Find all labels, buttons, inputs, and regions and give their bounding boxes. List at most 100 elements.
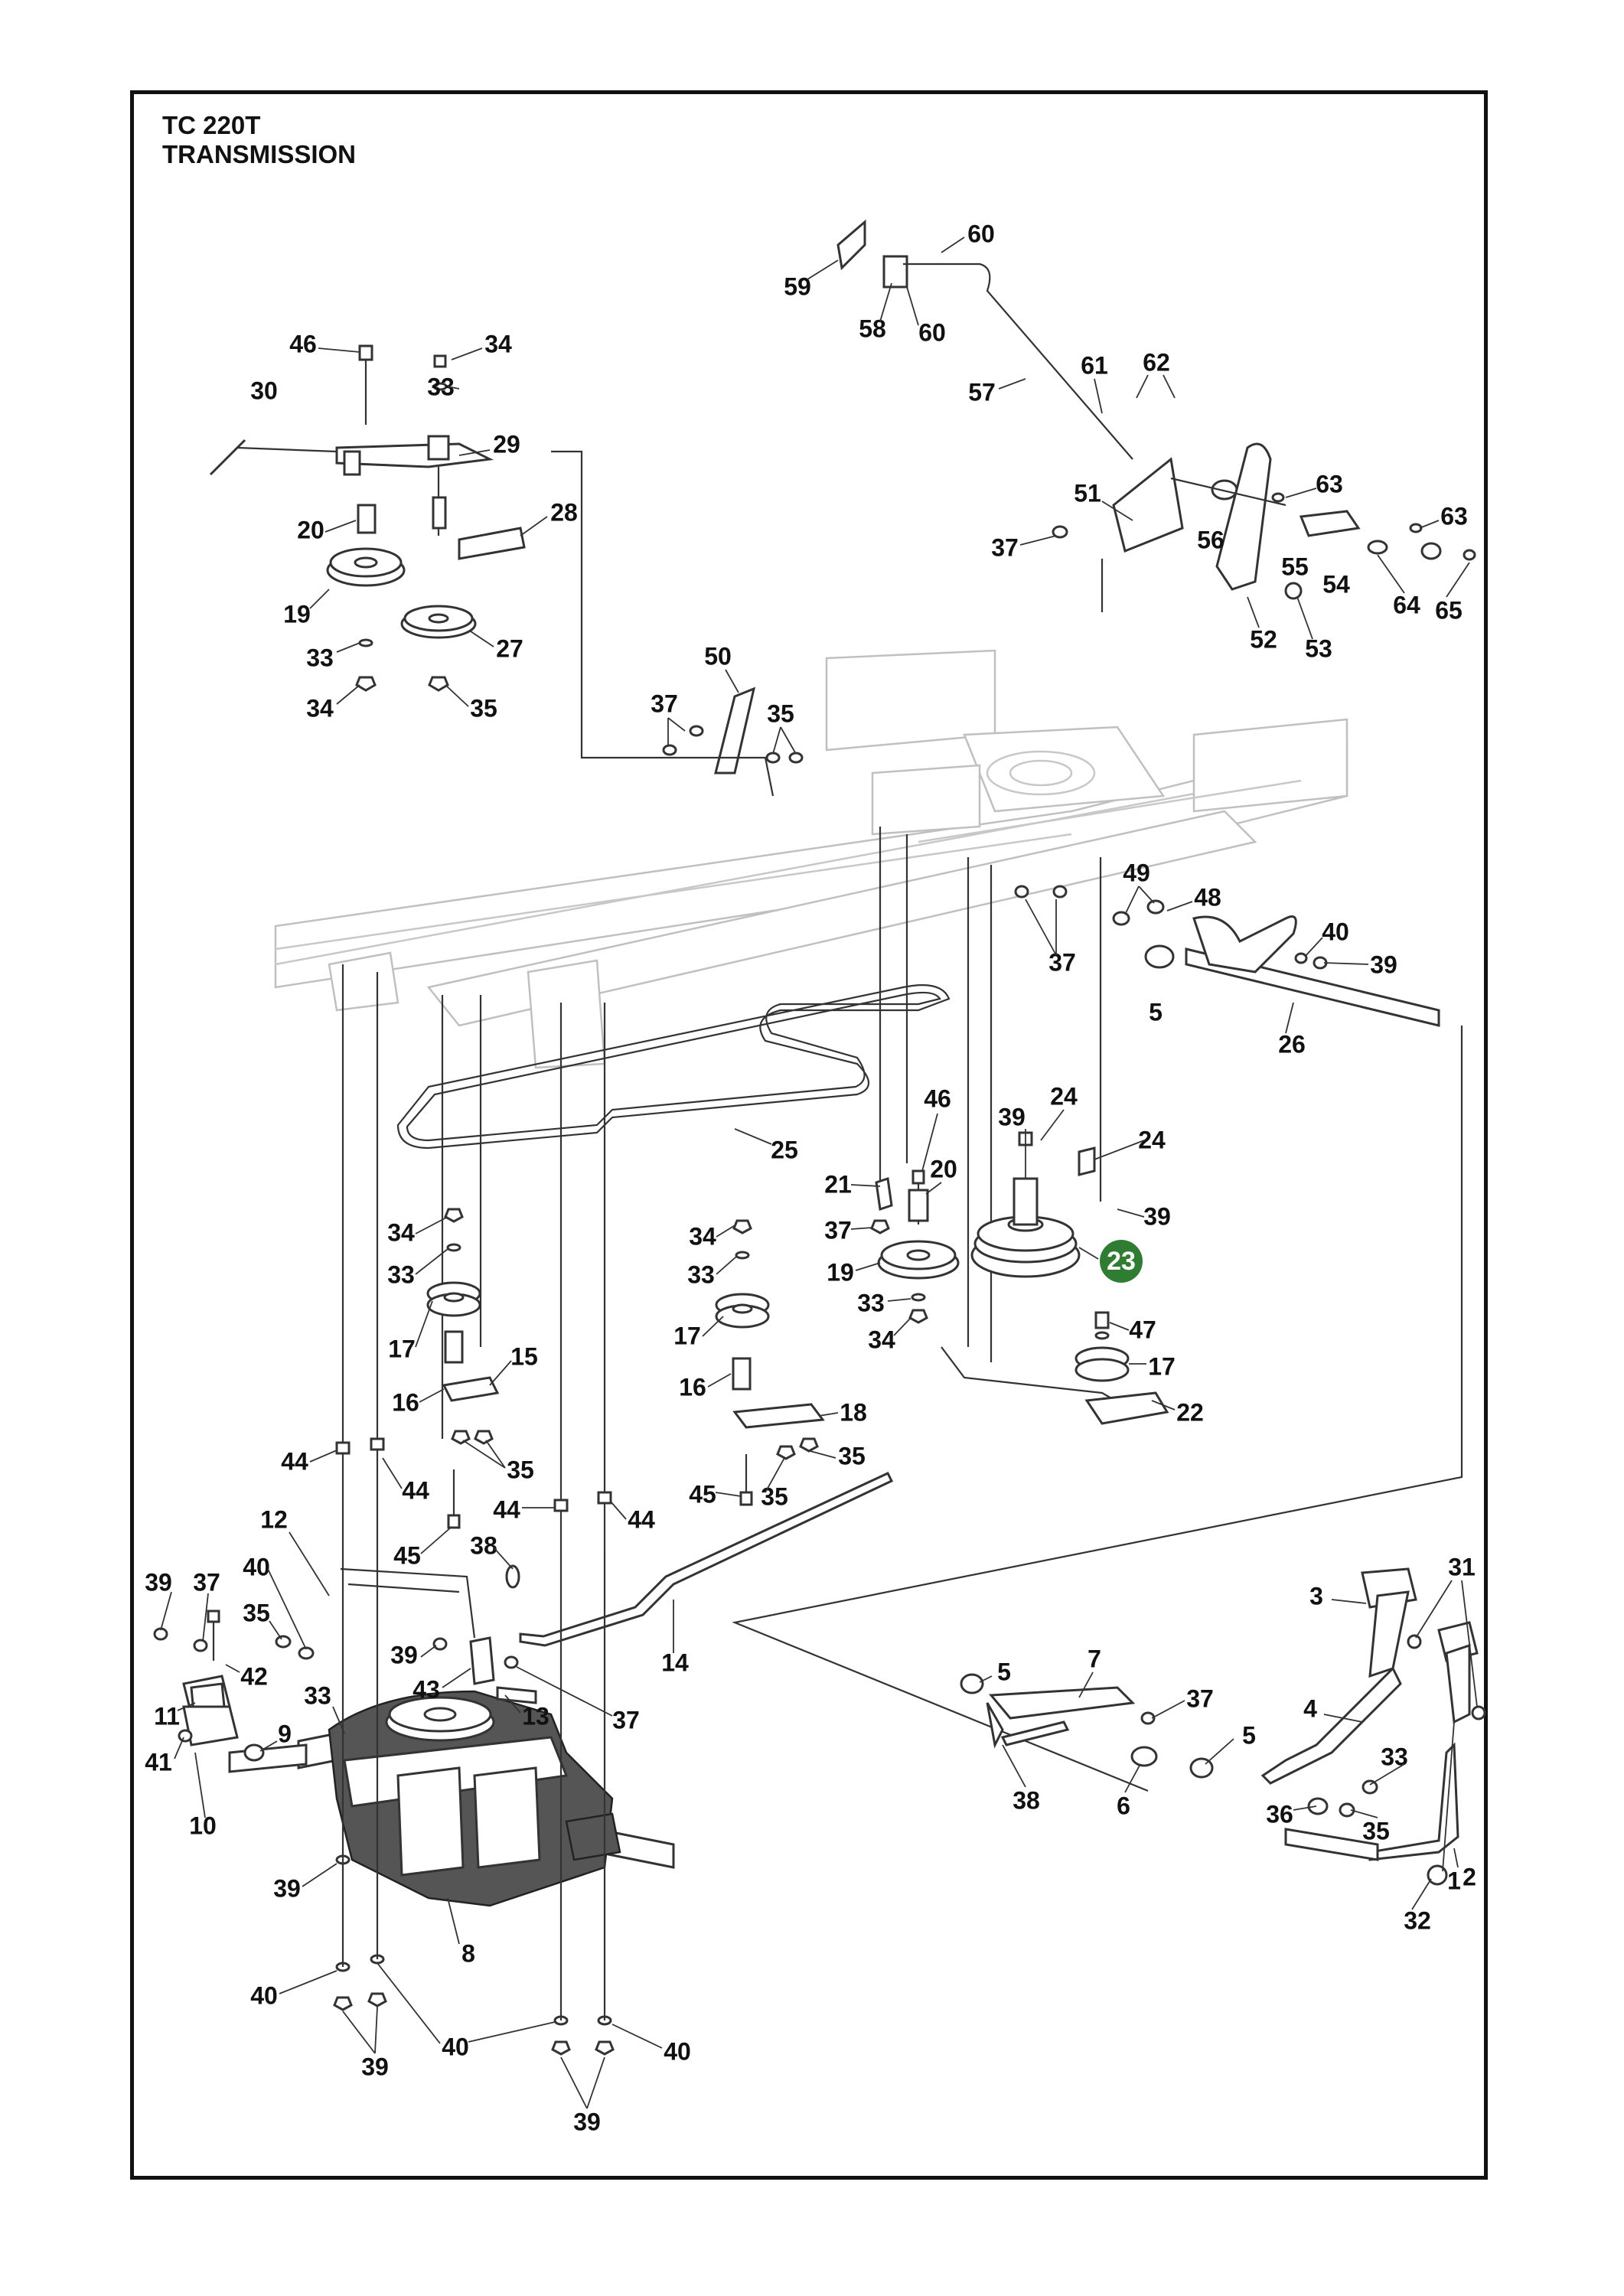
callout-37-d: 37 bbox=[824, 1216, 852, 1244]
callout-55: 55 bbox=[1281, 553, 1309, 580]
callout-25: 25 bbox=[771, 1136, 798, 1163]
diagram-frame bbox=[130, 90, 1488, 2180]
callout-53: 53 bbox=[1305, 634, 1332, 662]
callout-33-d: 33 bbox=[687, 1261, 715, 1288]
callout-34-c: 34 bbox=[387, 1218, 415, 1246]
callout-35-c: 35 bbox=[507, 1456, 534, 1483]
callout-58: 58 bbox=[859, 315, 886, 342]
callout-19-upper: 19 bbox=[283, 600, 311, 628]
callout-35-e: 35 bbox=[838, 1442, 866, 1469]
callout-39-a: 39 bbox=[1370, 951, 1397, 978]
callout-4: 4 bbox=[1303, 1694, 1317, 1722]
bracket-43 bbox=[432, 1636, 537, 1704]
callout-14: 14 bbox=[661, 1649, 689, 1676]
callout-5-bushing: 5 bbox=[997, 1658, 1011, 1685]
control-lever-assembly bbox=[836, 219, 1476, 612]
assembly-leader-lines bbox=[341, 450, 1463, 1792]
callout-57: 57 bbox=[968, 378, 996, 406]
callout-34-d: 34 bbox=[689, 1222, 716, 1250]
transaxle-8 bbox=[228, 1690, 675, 1907]
callout-39-g: 39 bbox=[361, 2053, 389, 2080]
callout-42: 42 bbox=[240, 1662, 268, 1690]
callout-33-e: 33 bbox=[857, 1289, 885, 1316]
callout-44-b: 44 bbox=[402, 1476, 429, 1504]
middle-idler-stack bbox=[715, 1219, 825, 1506]
callout-35-g: 35 bbox=[1362, 1817, 1390, 1844]
callout-60-bottom: 60 bbox=[918, 318, 946, 346]
callout-35-a: 35 bbox=[470, 694, 497, 722]
drive-belt-25 bbox=[396, 984, 951, 1150]
callout-39-h: 39 bbox=[573, 2108, 601, 2135]
callout-50: 50 bbox=[704, 642, 732, 670]
callout-39-b: 39 bbox=[998, 1103, 1026, 1130]
callout-3: 3 bbox=[1309, 1582, 1323, 1609]
callout-24-right: 24 bbox=[1138, 1126, 1166, 1153]
callout-46-center: 46 bbox=[924, 1084, 951, 1112]
callout-2: 2 bbox=[1463, 1863, 1476, 1890]
callout-6: 6 bbox=[1117, 1792, 1130, 1819]
callout-33-a: 33 bbox=[306, 644, 334, 671]
long-bolts-44 bbox=[335, 1437, 612, 1557]
callout-46-upper: 46 bbox=[289, 330, 317, 357]
callout-37-a: 37 bbox=[991, 533, 1019, 561]
callout-61: 61 bbox=[1081, 351, 1108, 379]
left-bracket-assembly bbox=[153, 1609, 315, 1762]
callout-28: 28 bbox=[550, 498, 578, 526]
callout-63-a: 63 bbox=[1316, 470, 1343, 497]
callout-16-mid: 16 bbox=[679, 1373, 706, 1401]
callout-24-left: 24 bbox=[1050, 1082, 1078, 1110]
callout-33-c: 33 bbox=[387, 1261, 415, 1288]
section-name: TRANSMISSION bbox=[162, 140, 357, 168]
bracket-50 bbox=[662, 687, 804, 775]
callout-40-e: 40 bbox=[664, 2037, 691, 2065]
callout-39-d: 39 bbox=[145, 1568, 172, 1596]
callout-10: 10 bbox=[189, 1812, 217, 1839]
callout-37-b: 37 bbox=[651, 690, 678, 717]
callout-11: 11 bbox=[154, 1702, 180, 1730]
callout-17-left: 17 bbox=[388, 1335, 416, 1362]
callout-35-b: 35 bbox=[767, 700, 794, 727]
callout-9: 9 bbox=[278, 1720, 292, 1747]
callout-40-d: 40 bbox=[442, 2033, 469, 2060]
callout-37-c: 37 bbox=[1048, 948, 1076, 976]
chassis-frame bbox=[274, 649, 1348, 1069]
callout-35-f: 35 bbox=[243, 1599, 270, 1626]
callout-27: 27 bbox=[496, 634, 523, 662]
callout-59: 59 bbox=[784, 272, 811, 300]
callout-64: 64 bbox=[1393, 591, 1420, 618]
callout-51: 51 bbox=[1074, 479, 1101, 507]
pedal-assembly bbox=[960, 1567, 1486, 1886]
bottom-fasteners bbox=[333, 1496, 615, 2056]
callout-labels: 1 2 3 4 5 5 5 6 7 8 9 10 11 12 13 14 15 … bbox=[145, 220, 1476, 2135]
callout-23[interactable]: 23 bbox=[1107, 1247, 1136, 1276]
callout-40-a: 40 bbox=[1322, 918, 1349, 945]
callout-36: 36 bbox=[1266, 1800, 1293, 1828]
callout-31: 31 bbox=[1448, 1553, 1476, 1580]
callout-38-a: 38 bbox=[470, 1531, 497, 1559]
callout-32: 32 bbox=[1404, 1906, 1431, 1934]
callout-44-a: 44 bbox=[281, 1447, 308, 1475]
callout-47: 47 bbox=[1129, 1316, 1156, 1343]
callout-8: 8 bbox=[461, 1939, 475, 1967]
center-pulley-stack bbox=[870, 1169, 960, 1324]
callout-49: 49 bbox=[1123, 859, 1150, 886]
callout-21: 21 bbox=[824, 1170, 852, 1198]
callout-22: 22 bbox=[1176, 1398, 1204, 1426]
left-idler-stack bbox=[426, 1208, 500, 1529]
callout-62: 62 bbox=[1143, 348, 1170, 376]
callout-37-f: 37 bbox=[612, 1706, 640, 1733]
callout-33-g: 33 bbox=[1381, 1743, 1408, 1770]
cross-shaft-26 bbox=[1014, 885, 1440, 1027]
callout-35-d: 35 bbox=[761, 1482, 788, 1510]
callout-41: 41 bbox=[145, 1748, 172, 1776]
highlight-badge[interactable] bbox=[1100, 1240, 1143, 1283]
callout-20-center: 20 bbox=[930, 1155, 957, 1182]
callout-17-right: 17 bbox=[1148, 1352, 1176, 1380]
callout-39-c: 39 bbox=[1143, 1202, 1171, 1230]
callout-30: 30 bbox=[250, 377, 278, 404]
callout-20-upper: 20 bbox=[297, 516, 324, 543]
callout-5-pedal: 5 bbox=[1242, 1721, 1256, 1749]
callout-1: 1 bbox=[1447, 1867, 1461, 1894]
idler-bracket-assembly bbox=[209, 344, 526, 692]
